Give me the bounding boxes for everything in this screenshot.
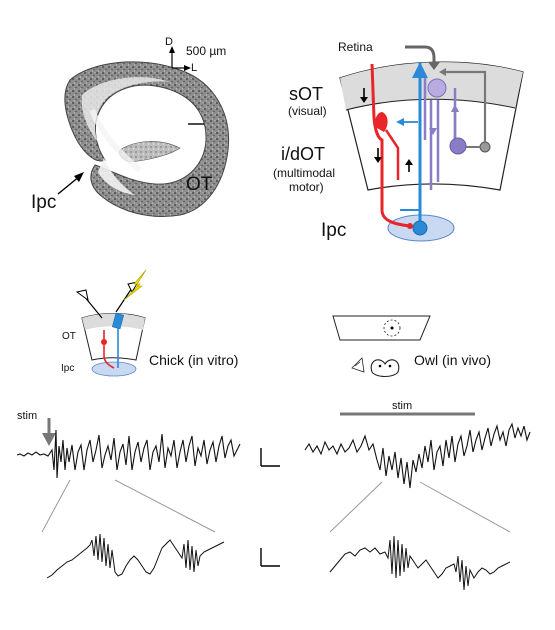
- owl-label: Owl (in vivo): [414, 352, 492, 368]
- red-neuron: [375, 112, 388, 132]
- trace-owl-zoom: [329, 535, 511, 591]
- trace-chick: [16, 429, 241, 479]
- ipc-arrow-head: [74, 172, 84, 182]
- circuit-diagram: [339, 45, 524, 242]
- idot-label: i/dOT: [281, 144, 326, 164]
- stim-label-right: stim: [392, 400, 413, 412]
- ipc-label-circuit: Ipc: [321, 220, 347, 241]
- gray-neuron: [479, 141, 491, 153]
- trace-owl: [304, 422, 531, 489]
- scale-l-label: L: [191, 62, 198, 74]
- ot-label: OT: [186, 174, 213, 195]
- direction-arrows: [360, 88, 413, 172]
- trace-chick-zoom: [46, 533, 225, 579]
- idot-sub-label-2: motor): [289, 180, 324, 194]
- ipc-arrow-shaft: [57, 175, 81, 195]
- retina-label: Retina: [338, 40, 373, 54]
- chick-label: Chick (in vitro): [149, 352, 239, 368]
- sot-sub-label: (visual): [288, 104, 327, 118]
- ot-label-chick: OT: [62, 331, 76, 342]
- idot-sub-label-1: (multimodal: [273, 166, 336, 180]
- purple-neuron-mid: [449, 137, 467, 155]
- ipc-label-histology: Ipc: [31, 192, 57, 213]
- blue-neuron: [412, 220, 428, 236]
- sot-label: sOT: [289, 84, 323, 104]
- ipc-label-chick: Ipc: [61, 363, 75, 374]
- scale-bar-2: [260, 548, 280, 567]
- scale-bar-1: [260, 448, 280, 467]
- chick-slice-diagram: [75, 269, 147, 377]
- histology-section: [64, 61, 230, 217]
- scale-d-label: D: [165, 36, 173, 48]
- zoom-lines: [41, 479, 511, 533]
- owl-diagram: [332, 315, 431, 378]
- purple-neuron-top: [427, 78, 447, 98]
- stim-label-left: stim: [17, 410, 38, 422]
- retina-input: [405, 45, 436, 63]
- orientation-axes: [169, 46, 191, 71]
- scale-bar-label: 500 µm: [186, 44, 227, 58]
